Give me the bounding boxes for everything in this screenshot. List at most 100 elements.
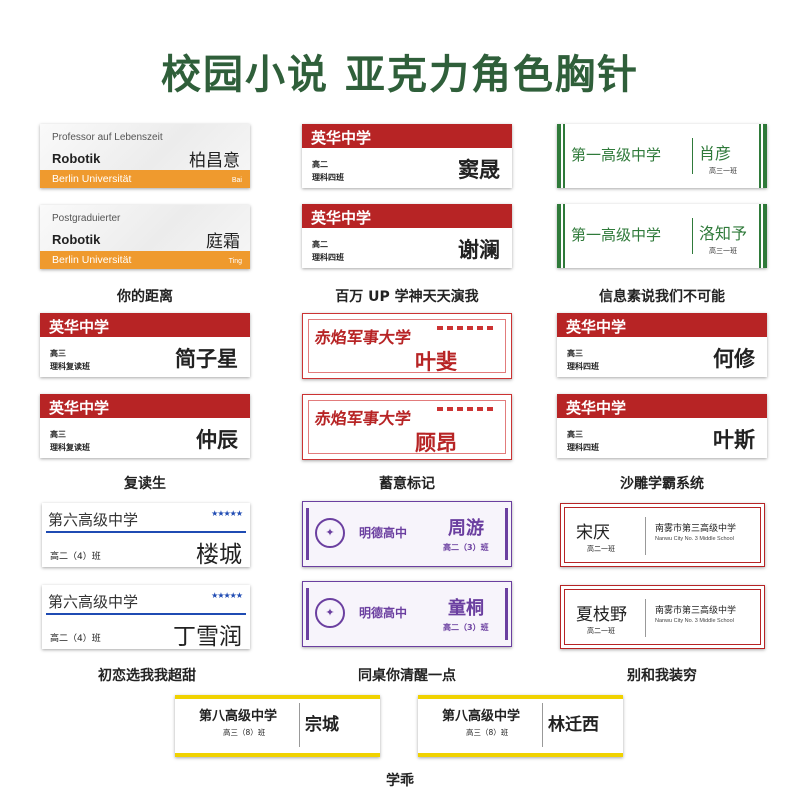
caption: 复读生 (124, 476, 166, 492)
badge-class: 理科四班 (567, 443, 599, 452)
badge-class: 高二（4）班 (50, 634, 101, 644)
green-line (557, 204, 561, 268)
badge-yinghua-3: 英华中学 高三 理科复读班 简子星 (40, 313, 250, 377)
badge-divider (299, 703, 300, 747)
badge-stripe (437, 326, 497, 330)
badge-school: 南雾市第三高级中学 (655, 606, 737, 616)
badge-yinghua-2: 英华中学 高二 理科四班 谢澜 (302, 204, 512, 268)
badge-name: 楼城 (196, 542, 242, 567)
badge-name: 童桐 (448, 598, 484, 619)
badge-dept: Robotik (52, 151, 101, 166)
badge-name: 窦晟 (458, 158, 500, 182)
badge-school: 英华中学 (49, 399, 110, 417)
badge-class: 高二一班 (587, 627, 615, 635)
badge-school: 明德高中 (359, 606, 408, 620)
caption: 蓄意标记 (379, 476, 435, 492)
badge-class: 高二（4）班 (50, 552, 101, 562)
badge-school: 第八高级中学 (199, 709, 278, 724)
badge-pinyin: Ting (228, 258, 242, 265)
badge-school: 第八高级中学 (442, 709, 521, 724)
badge-frame (308, 400, 506, 454)
badge-school: 赤焰军事大学 (313, 328, 412, 347)
green-line (557, 124, 561, 188)
badge-orange-bar (40, 251, 250, 269)
badge-class: 高二（3）班 (443, 623, 489, 632)
badge-name: 简子星 (175, 347, 238, 371)
star-icon: ★★★★★ (211, 591, 243, 600)
badge-frame (308, 319, 506, 373)
badge-yinghua-6: 英华中学 高三 理科四班 叶斯 (557, 394, 767, 458)
badge-divider (542, 703, 543, 747)
badge-name: 肖彦 (699, 144, 732, 163)
caption: 信息素说我们不可能 (599, 289, 725, 305)
caption: 学乖 (386, 773, 414, 789)
green-line (563, 124, 565, 188)
badge-frame (564, 589, 761, 645)
badge-school-en: Nanwu City No. 3 Middle School (655, 536, 734, 542)
badge-school: 赤焰军事大学 (313, 409, 412, 428)
badge-class: 理科复读班 (50, 362, 90, 371)
badge-grade: 高三 (50, 430, 66, 439)
badge-red-band (40, 313, 250, 337)
badge-yellow-bar (175, 695, 380, 699)
school-logo-icon: ✦ (315, 598, 345, 628)
badge-green-2: 第一高级中学 洛知予 高三一班 (557, 204, 767, 268)
badge-role: Professor auf Lebenszeit (52, 132, 163, 143)
badge-school: 第一高级中学 (571, 146, 662, 164)
badge-name: 周游 (448, 518, 484, 539)
badge-yellow-2: 第八高级中学 高三（8）班 林迁西 (418, 695, 623, 757)
badge-divider (692, 138, 693, 174)
badge-yellow-1: 第八高级中学 高三（8）班 宗城 (175, 695, 380, 757)
badge-blue-line (46, 613, 246, 615)
badge-orange-bar (40, 170, 250, 188)
badge-name: 林迁西 (548, 715, 599, 735)
badge-nanwu-2: 夏枝野 高二一班 南雾市第三高级中学 Nanwu City No. 3 Midd… (560, 585, 765, 649)
caption: 别和我装穷 (627, 668, 697, 684)
badge-school: 第六高级中学 (48, 593, 139, 611)
badge-yellow-bar (175, 753, 380, 757)
badge-grade: 高三 (567, 430, 583, 439)
badge-berlin-2: Postgraduierter Robotik 庭霜 Berlin Univer… (40, 205, 250, 269)
school-logo-icon: ✦ (315, 518, 345, 548)
badge-yellow-bar (418, 695, 623, 699)
badge-school-en: Nanwu City No. 3 Middle School (655, 618, 734, 624)
green-line (563, 204, 565, 268)
badge-red-band (302, 204, 512, 228)
badge-name: 何修 (713, 347, 755, 371)
badge-purple-1: ✦ 明德高中 周游 高二（3）班 (302, 501, 512, 567)
badge-grade: 高三 (567, 349, 583, 358)
badge-divider (645, 599, 646, 637)
badge-school: 第一高级中学 (571, 226, 662, 244)
badge-class: 理科复读班 (50, 443, 90, 452)
badge-stripe (437, 407, 497, 411)
badge-school: 英华中学 (566, 318, 627, 336)
badge-blue-2: 第六高级中学 ★★★★★ 高二（4）班 丁雪润 (42, 585, 250, 649)
badge-name: 柏昌意 (189, 151, 240, 171)
badge-blue-line (46, 531, 246, 533)
badge-class: 高三（8）班 (223, 728, 266, 737)
badge-university: Berlin Universität (52, 173, 132, 185)
badge-name: 宋厌 (576, 523, 610, 543)
badge-green-1: 第一高级中学 肖彦 高三一班 (557, 124, 767, 188)
badge-name: 夏枝野 (576, 605, 627, 625)
badge-name: 宗城 (305, 715, 339, 735)
badge-name: 顾昂 (415, 431, 457, 455)
badge-side-bar (505, 508, 508, 560)
badge-name: 叶斐 (415, 350, 457, 374)
badge-school: 明德高中 (359, 526, 408, 540)
badge-school: 英华中学 (566, 399, 627, 417)
badge-name: 洛知予 (699, 224, 748, 243)
badge-chiyan-1: 赤焰军事大学 叶斐 (302, 313, 512, 379)
badge-purple-2: ✦ 明德高中 童桐 高二（3）班 (302, 581, 512, 647)
badge-class: 理科四班 (312, 173, 344, 182)
badge-berlin-1: Professor auf Lebenszeit Robotik 柏昌意 Ber… (40, 124, 250, 188)
green-line (763, 204, 767, 268)
badge-school: 南雾市第三高级中学 (655, 524, 737, 534)
badge-grade: 高二 (312, 160, 328, 169)
page-title: 校园小说 亚克力角色胸针 (161, 52, 639, 98)
badge-class: 高三一班 (709, 247, 737, 255)
badge-side-bar (306, 588, 309, 640)
badge-chiyan-2: 赤焰军事大学 顾昂 (302, 394, 512, 460)
badge-frame (564, 507, 761, 563)
badge-dept: Robotik (52, 232, 101, 247)
